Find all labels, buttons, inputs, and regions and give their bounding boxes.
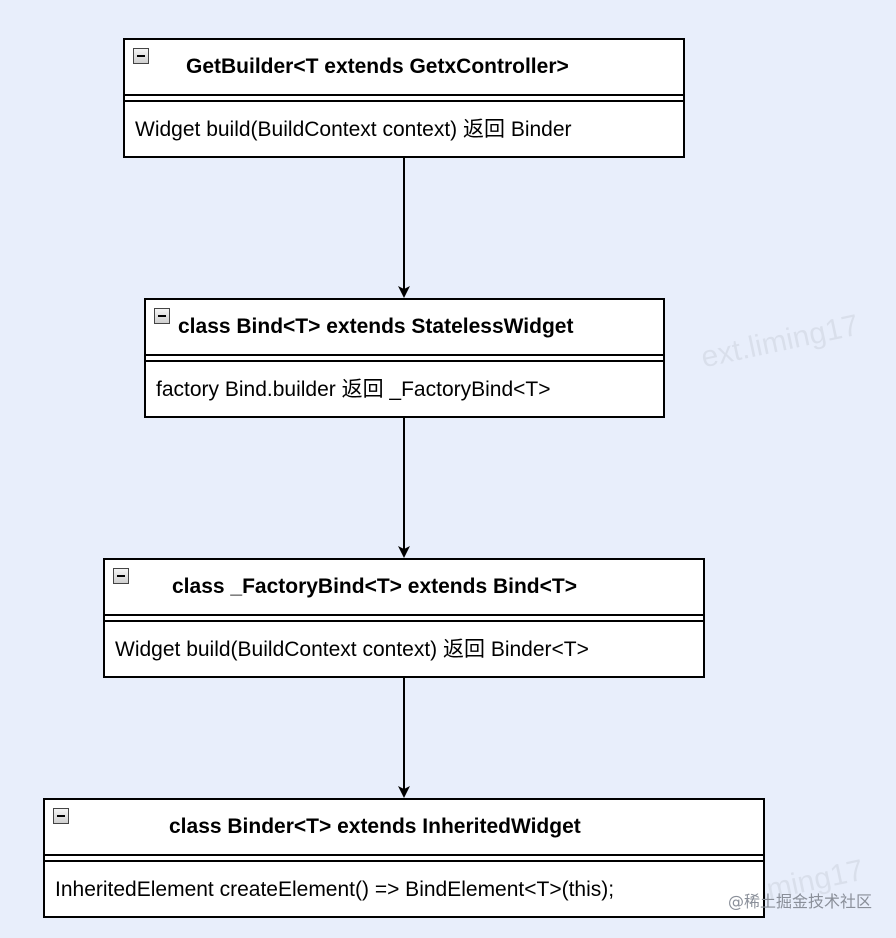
- compartment-divider: [45, 856, 763, 862]
- class-member: factory Bind.builder 返回 _FactoryBind<T>: [156, 378, 551, 401]
- class-title: class _FactoryBind<T> extends Bind<T>: [172, 575, 577, 598]
- collapse-icon[interactable]: [113, 568, 129, 584]
- class-box-getbuilder[interactable]: GetBuilder<T extends GetxController> Wid…: [123, 38, 685, 158]
- compartment-divider: [125, 96, 683, 102]
- credit-watermark: @稀土掘金技术社区: [727, 892, 872, 911]
- collapse-icon[interactable]: [133, 48, 149, 64]
- class-header: GetBuilder<T extends GetxController>: [125, 40, 683, 96]
- class-header: class Binder<T> extends InheritedWidget: [45, 800, 763, 856]
- class-header: class _FactoryBind<T> extends Bind<T>: [105, 560, 703, 616]
- class-member: Widget build(BuildContext context) 返回 Bi…: [135, 118, 572, 141]
- collapse-icon[interactable]: [154, 308, 170, 324]
- class-member: InheritedElement createElement() => Bind…: [55, 878, 615, 901]
- collapse-icon[interactable]: [53, 808, 69, 824]
- class-header: class Bind<T> extends StatelessWidget: [146, 300, 663, 356]
- class-title: class Binder<T> extends InheritedWidget: [169, 815, 581, 838]
- class-box-binder[interactable]: class Binder<T> extends InheritedWidget …: [43, 798, 765, 918]
- class-title: class Bind<T> extends StatelessWidget: [178, 315, 574, 338]
- class-member: Widget build(BuildContext context) 返回 Bi…: [115, 638, 589, 661]
- compartment-divider: [105, 616, 703, 622]
- compartment-divider: [146, 356, 663, 362]
- class-title: GetBuilder<T extends GetxController>: [186, 55, 569, 78]
- class-box-factorybind[interactable]: class _FactoryBind<T> extends Bind<T> Wi…: [103, 558, 705, 678]
- class-box-bind[interactable]: class Bind<T> extends StatelessWidget fa…: [144, 298, 665, 418]
